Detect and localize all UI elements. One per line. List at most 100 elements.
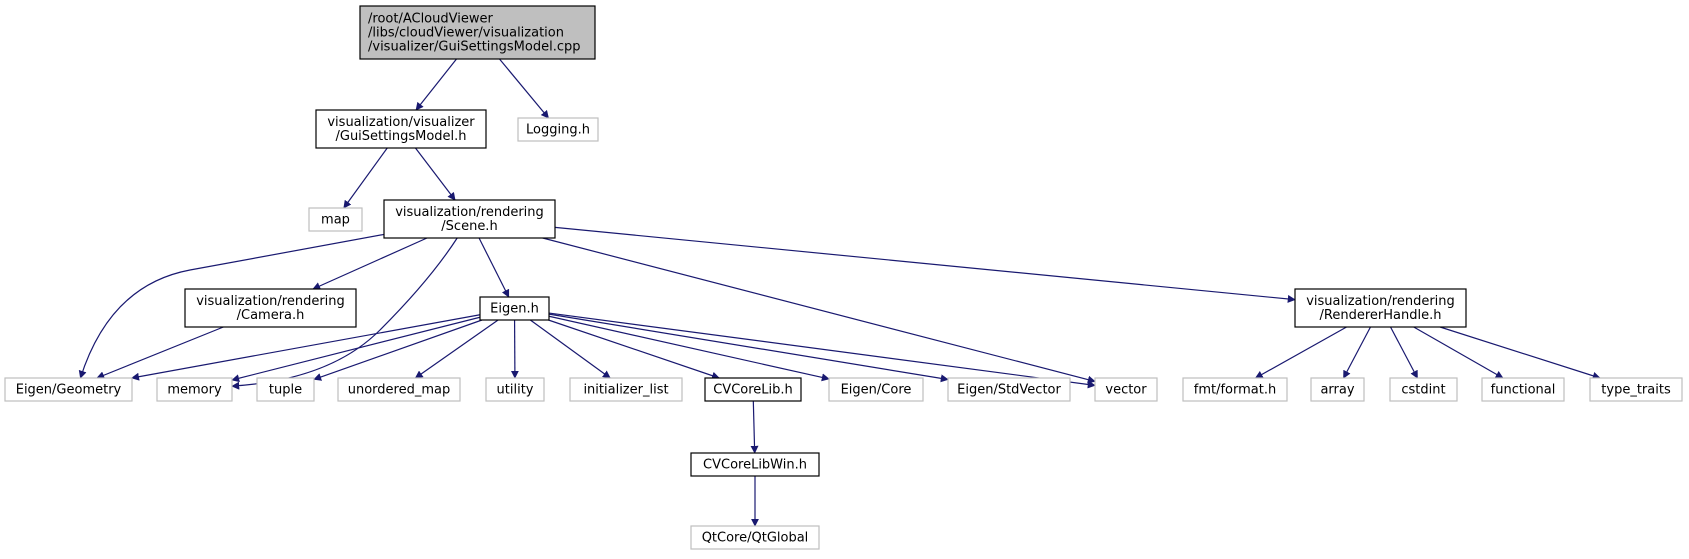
node-box — [828, 377, 924, 402]
node-unordered_map: unordered_map — [337, 377, 461, 402]
node-scene_h[interactable]: visualization/rendering/Scene.h — [383, 199, 556, 239]
node-label-line: /visualizer/GuiSettingsModel.cpp — [368, 40, 581, 55]
node-box — [4, 377, 133, 402]
node-fmt_format_h: fmt/format.h — [1182, 377, 1288, 402]
edge-guisettingsmodel_h-to-scene_h — [414, 147, 456, 201]
node-box — [315, 109, 487, 149]
node-box — [1094, 377, 1158, 402]
edge-root-to-guisettingsmodel_h — [415, 58, 457, 111]
node-rendererhandle_h[interactable]: visualization/rendering/RendererHandle.h — [1294, 288, 1467, 328]
node-label-line: CVCoreLib.h — [713, 383, 793, 398]
node-map: map — [308, 207, 363, 232]
node-label-line: /root/ACloudViewer — [368, 12, 493, 27]
node-box — [184, 288, 357, 328]
node-label-line: unordered_map — [348, 383, 451, 398]
node-label-line: /libs/cloudViewer/visualization — [368, 26, 564, 41]
node-label-line: Eigen/StdVector — [957, 383, 1061, 398]
edges-layer — [78, 58, 1601, 527]
node-label-line: /RendererHandle.h — [1320, 308, 1442, 323]
node-label-line: QtCore/QtGlobal — [702, 531, 809, 546]
edge-eigen_h-to-unordered_map — [414, 319, 499, 379]
node-box — [337, 377, 461, 402]
node-cstdint: cstdint — [1389, 377, 1458, 402]
node-label-line: visualization/rendering — [395, 205, 544, 220]
edge-eigen_h-to-eigen_stdvector — [548, 313, 949, 383]
node-box — [308, 207, 363, 232]
node-label-line: map — [321, 213, 350, 228]
node-cvcorelibwin_h[interactable]: CVCoreLibWin.h — [690, 452, 820, 477]
node-label-line: /Scene.h — [441, 219, 497, 234]
node-tuple: tuple — [256, 377, 315, 402]
node-label-line: visualization/rendering — [1306, 294, 1455, 309]
node-functional: functional — [1481, 377, 1565, 402]
node-box — [1589, 377, 1683, 402]
node-box — [479, 296, 550, 321]
node-vector: vector — [1094, 377, 1158, 402]
node-box — [1182, 377, 1288, 402]
node-box — [1310, 377, 1365, 402]
edge-eigen_h-to-cvcorelib_h — [548, 319, 720, 380]
node-eigen_geometry: Eigen/Geometry — [4, 377, 133, 402]
edge-eigen_h-to-tuple — [313, 319, 483, 381]
node-box — [156, 377, 233, 402]
edge-eigen_h-to-memory — [231, 316, 481, 383]
node-label-line: type_traits — [1601, 383, 1671, 398]
node-box — [256, 377, 315, 402]
node-box — [517, 117, 599, 142]
node-eigen_core: Eigen/Core — [828, 377, 924, 402]
node-label-line: functional — [1491, 383, 1556, 398]
edge-eigen_h-to-initializer_list — [529, 319, 611, 379]
node-guisettingsmodel_h[interactable]: visualization/visualizer/GuiSettingsMode… — [315, 109, 487, 149]
node-box — [1294, 288, 1467, 328]
edge-scene_h-to-eigen_geometry — [78, 233, 385, 379]
node-eigen_h[interactable]: Eigen.h — [479, 296, 550, 321]
edge-scene_h-to-vector — [542, 237, 1096, 384]
nodes-layer: /root/ACloudViewer/libs/cloudViewer/visu… — [4, 5, 1683, 550]
node-box — [1389, 377, 1458, 402]
node-label-line: visualization/visualizer — [327, 115, 475, 130]
node-label-line: utility — [497, 383, 534, 398]
edge-eigen_h-to-eigen_geometry — [131, 314, 481, 381]
node-array: array — [1310, 377, 1365, 402]
node-label-line: CVCoreLibWin.h — [703, 458, 807, 473]
edge-camera_h-to-eigen_geometry — [96, 326, 224, 380]
edge-root-to-logging_h — [499, 58, 549, 119]
node-box — [1481, 377, 1565, 402]
node-box — [704, 377, 802, 402]
node-label-line: cstdint — [1401, 383, 1445, 398]
edge-rendererhandle_h-to-fmt_format_h — [1254, 326, 1347, 379]
edge-cvcorelib_h-to-cvcorelibwin_h — [750, 400, 759, 454]
edge-scene_h-to-camera_h — [312, 237, 428, 290]
node-camera_h[interactable]: visualization/rendering/Camera.h — [184, 288, 357, 328]
node-box — [690, 452, 820, 477]
node-eigen_stdvector: Eigen/StdVector — [947, 377, 1071, 402]
node-label-line: Eigen/Geometry — [16, 383, 122, 398]
node-box — [485, 377, 545, 402]
node-qtcore_qtglobal: QtCore/QtGlobal — [690, 525, 820, 550]
node-label-line: vector — [1105, 383, 1147, 398]
edge-eigen_h-to-vector — [548, 312, 1096, 389]
node-root[interactable]: /root/ACloudViewer/libs/cloudViewer/visu… — [359, 5, 596, 60]
edge-eigen_h-to-eigen_core — [548, 315, 830, 382]
node-label-line: memory — [167, 383, 222, 398]
node-cvcorelib_h[interactable]: CVCoreLib.h — [704, 377, 802, 402]
node-label-line: Logging.h — [526, 123, 590, 138]
node-memory: memory — [156, 377, 233, 402]
node-label-line: tuple — [269, 383, 302, 398]
edge-rendererhandle_h-to-type_traits — [1439, 326, 1601, 380]
node-box — [947, 377, 1071, 402]
node-label-line: array — [1320, 383, 1354, 398]
node-utility: utility — [485, 377, 545, 402]
edge-scene_h-to-eigen_h — [478, 237, 510, 298]
node-label-line: visualization/rendering — [196, 294, 345, 309]
edge-scene_h-to-rendererhandle_h — [554, 226, 1296, 303]
node-box — [569, 377, 683, 402]
edge-rendererhandle_h-to-cstdint — [1389, 326, 1418, 379]
edge-guisettingsmodel_h-to-map — [343, 147, 388, 209]
node-type_traits: type_traits — [1589, 377, 1683, 402]
node-label-line: Eigen.h — [490, 302, 539, 317]
node-label-line: Eigen/Core — [841, 383, 912, 398]
node-label-line: /Camera.h — [237, 308, 305, 323]
edge-rendererhandle_h-to-functional — [1413, 326, 1504, 379]
